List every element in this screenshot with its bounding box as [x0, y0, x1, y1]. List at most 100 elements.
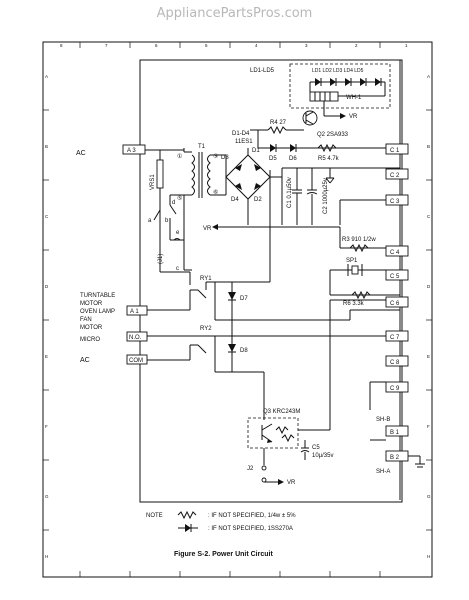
svg-text:4: 4	[255, 43, 258, 48]
ry1-label: RY1	[200, 276, 212, 282]
svg-text:D: D	[45, 284, 49, 289]
ry2-label: RY2	[200, 326, 212, 332]
q3-label: Q3 KRC243M	[263, 409, 300, 415]
t1-label: T1	[198, 144, 206, 150]
r6-label: R6 3.3k	[343, 301, 365, 307]
svg-text:N.O.: N.O.	[129, 335, 142, 341]
c2cap-label: C2 1000µ25v	[323, 178, 329, 214]
d1-label: D1	[252, 148, 260, 154]
wh1-connector	[309, 91, 339, 102]
motor2-label: MOTOR	[80, 325, 103, 331]
vr-mid: VR	[203, 224, 340, 232]
j2-label: J2	[247, 466, 254, 472]
motor1-label: MOTOR	[80, 301, 103, 307]
svg-text:F: F	[45, 424, 48, 429]
micro-label: MICRO	[80, 337, 100, 343]
svg-text:A 3: A 3	[127, 148, 136, 154]
led-labels: LD1 LD2 LD3 LD4 LD5	[312, 68, 364, 74]
r5-resistor	[317, 143, 337, 153]
d5-label: D5	[269, 156, 277, 162]
drawing-frame	[42, 41, 433, 578]
svg-text:B 2: B 2	[390, 455, 400, 461]
svg-text:C 5: C 5	[390, 274, 400, 280]
q2-transistor	[302, 110, 318, 126]
svg-text:C: C	[427, 214, 431, 219]
svg-text:F: F	[427, 424, 430, 429]
vr-mid-label: VR	[203, 226, 212, 232]
r4-resistor	[267, 125, 287, 135]
connector-c4	[385, 245, 409, 257]
svg-text:C 9: C 9	[390, 386, 400, 392]
svg-text:COM: COM	[129, 358, 143, 364]
vr-top-label: VR	[349, 114, 358, 120]
svg-text:c: c	[176, 266, 179, 272]
svg-text:C 3: C 3	[390, 199, 400, 205]
svg-text:D: D	[427, 284, 431, 289]
c5-value-label: 10µ/35v	[312, 453, 333, 459]
svg-text:7: 7	[105, 43, 108, 48]
svg-text:G: G	[45, 494, 49, 499]
note-line-2: : IF NOT SPECIFIED, 1SS270A	[208, 526, 293, 532]
q2-label: Q2 2SA933	[317, 132, 349, 138]
connector-c9	[385, 381, 409, 393]
filter-capacitors: C1 0.1µ50v C2 1000µ25v	[281, 167, 400, 225]
note-line-1: : IF NOT SPECIFIED, 1/4w ± 5%	[208, 513, 296, 519]
transformer-t1: T1 ① ③ ⑤ ⑥	[177, 144, 226, 202]
svg-text:C 1: C 1	[390, 148, 400, 154]
svg-text:3: 3	[305, 43, 308, 48]
svg-text:(J1): (J1)	[158, 254, 164, 264]
svg-text:H: H	[45, 554, 48, 559]
svg-text:e: e	[176, 230, 180, 236]
ac-bottom-label: AC	[80, 357, 90, 364]
vr-top: VR	[323, 101, 358, 120]
led-dashed-box	[289, 63, 391, 109]
led-group: LD1-LD5 LD1 LD2 LD3 LD4 LD5 WH-1	[250, 63, 391, 109]
svg-text:G: G	[427, 494, 431, 499]
svg-text:C 6: C 6	[390, 301, 400, 307]
svg-text:C 8: C 8	[390, 360, 400, 366]
svg-text:③: ③	[213, 153, 218, 160]
bridge-rectifier: D1 D3 D4 D2	[221, 148, 282, 225]
r3-label: R3 910 1/2w	[342, 237, 376, 243]
svg-text:A: A	[45, 74, 48, 79]
connector-c2	[385, 168, 409, 180]
fan-label: FAN	[80, 317, 92, 323]
svg-text:C 7: C 7	[390, 335, 400, 341]
left-connectors: AC A 3 TURNTABLE MOTOR OVEN LAMP FAN MOT…	[76, 144, 148, 365]
figure-caption: Figure S-2. Power Unit Circuit	[174, 551, 273, 558]
relay-ry2: RY2 D8	[147, 320, 386, 420]
watermark: AppliancePartsPros.com	[156, 6, 313, 21]
d7-label: D7	[240, 296, 248, 302]
svg-text:C 4: C 4	[390, 250, 400, 256]
svg-text:2: 2	[355, 43, 358, 48]
r4-label: R4 27	[270, 120, 287, 126]
svg-text:E: E	[45, 354, 48, 359]
c1cap-label: C1 0.1µ50v	[287, 177, 293, 208]
q3-c5: Q3 KRC243M C5 10µ/35v	[247, 299, 386, 465]
r5-label: R5 4.7k	[318, 156, 340, 162]
svg-text:b: b	[165, 218, 169, 224]
right-connectors: C 1 C 2 C 3 C 4 C 5 C 6 C 7 C 8 C 9 B 1 …	[369, 60, 425, 500]
svg-text:d: d	[172, 200, 175, 206]
vr-bottom-label: VR	[287, 480, 296, 486]
sp1-r6: SP1 R6 3.3k	[329, 258, 400, 311]
svg-text:6: 6	[155, 43, 158, 48]
d2-label: D2	[254, 197, 262, 203]
note-block: NOTE : IF NOT SPECIFIED, 1/4w ± 5% : IF …	[146, 510, 296, 532]
svg-text:1: 1	[405, 43, 408, 48]
svg-text:8: 8	[60, 43, 63, 48]
connector-c8	[385, 355, 409, 367]
ld-group-label: LD1-LD5	[250, 68, 275, 74]
d4-label: D4	[231, 197, 239, 203]
turntable-label: TURNTABLE	[80, 293, 115, 299]
connector-c6	[385, 296, 409, 308]
es1-label: 11ES1	[235, 139, 253, 145]
svg-text:B 1: B 1	[390, 430, 400, 436]
j2-vr-bottom: J2 VR	[247, 465, 296, 486]
svg-text:①: ①	[177, 153, 182, 160]
svg-text:⑤: ⑤	[177, 195, 182, 202]
d8-label: D8	[240, 348, 248, 354]
relay-ry1: RY1 D7	[147, 170, 351, 321]
